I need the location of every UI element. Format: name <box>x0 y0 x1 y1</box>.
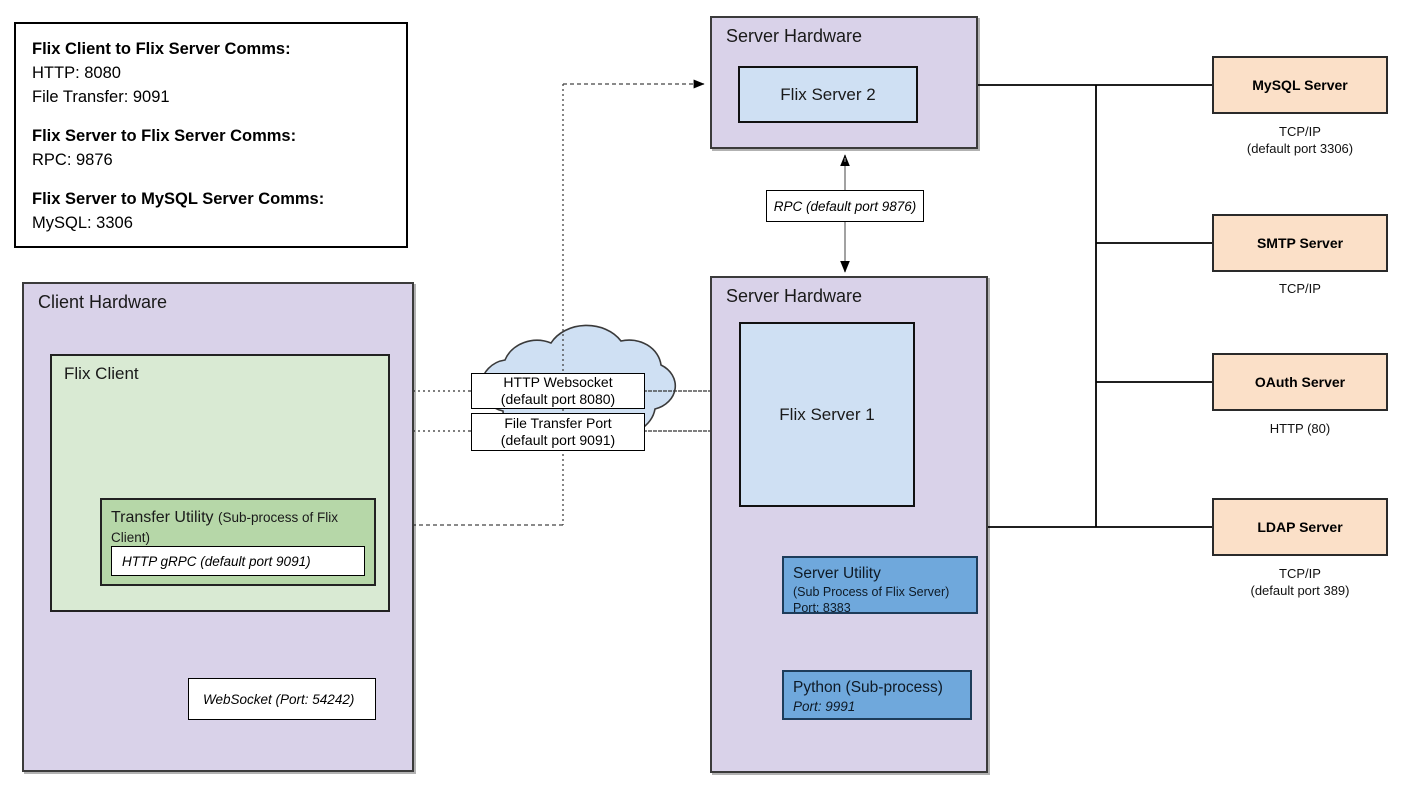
client-hardware-container: Client Hardware Flix Client Transfer Uti… <box>22 282 414 772</box>
smtp-caption: TCP/IP <box>1200 281 1400 298</box>
server-hardware-bottom-container: Server Hardware Flix Server 1 Server Uti… <box>710 276 988 773</box>
file-transfer-line1: File Transfer Port <box>504 414 612 431</box>
http-websocket-line2: (default port 8080) <box>500 391 616 407</box>
flix-server-2-box: Flix Server 2 <box>738 66 918 123</box>
oauth-caption: HTTP (80) <box>1200 421 1400 438</box>
python-name: Python (Sub-process) <box>793 679 943 696</box>
file-transfer-label: File Transfer Port (default port 9091) <box>471 413 645 451</box>
transfer-utility-box: Transfer Utility (Sub-process of Flix Cl… <box>100 498 376 586</box>
ldap-caption: TCP/IP (default port 389) <box>1200 566 1400 599</box>
mysql-caption: TCP/IP (default port 3306) <box>1200 124 1400 157</box>
http-websocket-line1: HTTP Websocket <box>503 373 613 390</box>
legend-spacer <box>32 110 390 125</box>
legend-heading: Flix Server to MySQL Server Comms: <box>32 189 325 208</box>
flix-server-1-box: Flix Server 1 <box>739 322 915 507</box>
server-utility-box: Server Utility (Sub Process of Flix Serv… <box>782 556 978 615</box>
transfer-utility-port-label: HTTP gRPC (default port 9091) <box>111 546 365 576</box>
ports-legend: Flix Client to Flix Server Comms: HTTP: … <box>14 22 408 248</box>
flix-client-container: Flix Client Transfer Utility (Sub-proces… <box>50 354 390 612</box>
external-server-ldap: LDAP Server <box>1212 498 1388 556</box>
external-server-smtp: SMTP Server <box>1212 214 1388 272</box>
legend-line: HTTP: 8080 <box>32 63 121 82</box>
ldap-caption-line1: TCP/IP <box>1279 566 1321 581</box>
legend-line: File Transfer: 9091 <box>32 87 170 106</box>
client-hardware-title: Client Hardware <box>38 292 168 312</box>
legend-line: MySQL: 3306 <box>32 213 133 232</box>
smtp-caption-line1: TCP/IP <box>1279 281 1321 296</box>
server-utility-note: (Sub Process of Flix Server) <box>793 584 950 599</box>
ldap-caption-line2: (default port 389) <box>1250 582 1350 598</box>
external-server-oauth: OAuth Server <box>1212 353 1388 411</box>
http-websocket-label: HTTP Websocket (default port 8080) <box>471 373 645 409</box>
transfer-utility-label: Transfer Utility (Sub-process of Flix Cl… <box>111 508 365 548</box>
flix-client-title: Flix Client <box>64 364 139 383</box>
transfer-utility-name: Transfer Utility <box>111 509 214 526</box>
legend-group-client-server: Flix Client to Flix Server Comms: HTTP: … <box>32 38 390 110</box>
transfer-utility-note: (Sub-process of Flix Client) <box>111 510 339 545</box>
python-subprocess-box: Python (Sub-process) Port: 9991 <box>782 670 972 720</box>
legend-line: RPC: 9876 <box>32 150 113 169</box>
mysql-caption-line2: (default port 3306) <box>1246 140 1354 156</box>
legend-group-server-mysql: Flix Server to MySQL Server Comms: MySQL… <box>32 188 390 236</box>
server-utility-name: Server Utility <box>793 565 881 582</box>
server-utility-port: Port: 8383 <box>793 600 851 615</box>
websocket-port-label: WebSocket (Port: 54242) <box>188 678 376 720</box>
legend-group-server-server: Flix Server to Flix Server Comms: RPC: 9… <box>32 125 390 173</box>
server-hardware-top-container: Server Hardware Flix Server 2 <box>710 16 978 149</box>
legend-heading: Flix Client to Flix Server Comms: <box>32 40 291 58</box>
server-hardware-top-title: Server Hardware <box>726 26 863 46</box>
mysql-caption-line1: TCP/IP <box>1279 124 1321 139</box>
legend-heading: Flix Server to Flix Server Comms: <box>32 126 297 145</box>
legend-spacer <box>32 173 390 188</box>
rpc-port-label: RPC (default port 9876) <box>766 190 924 222</box>
file-transfer-line2: (default port 9091) <box>500 432 616 448</box>
python-port: Port: 9991 <box>793 698 856 714</box>
external-server-mysql: MySQL Server <box>1212 56 1388 114</box>
oauth-caption-line1: HTTP (80) <box>1269 421 1331 436</box>
server-hardware-bottom-title: Server Hardware <box>726 286 863 306</box>
